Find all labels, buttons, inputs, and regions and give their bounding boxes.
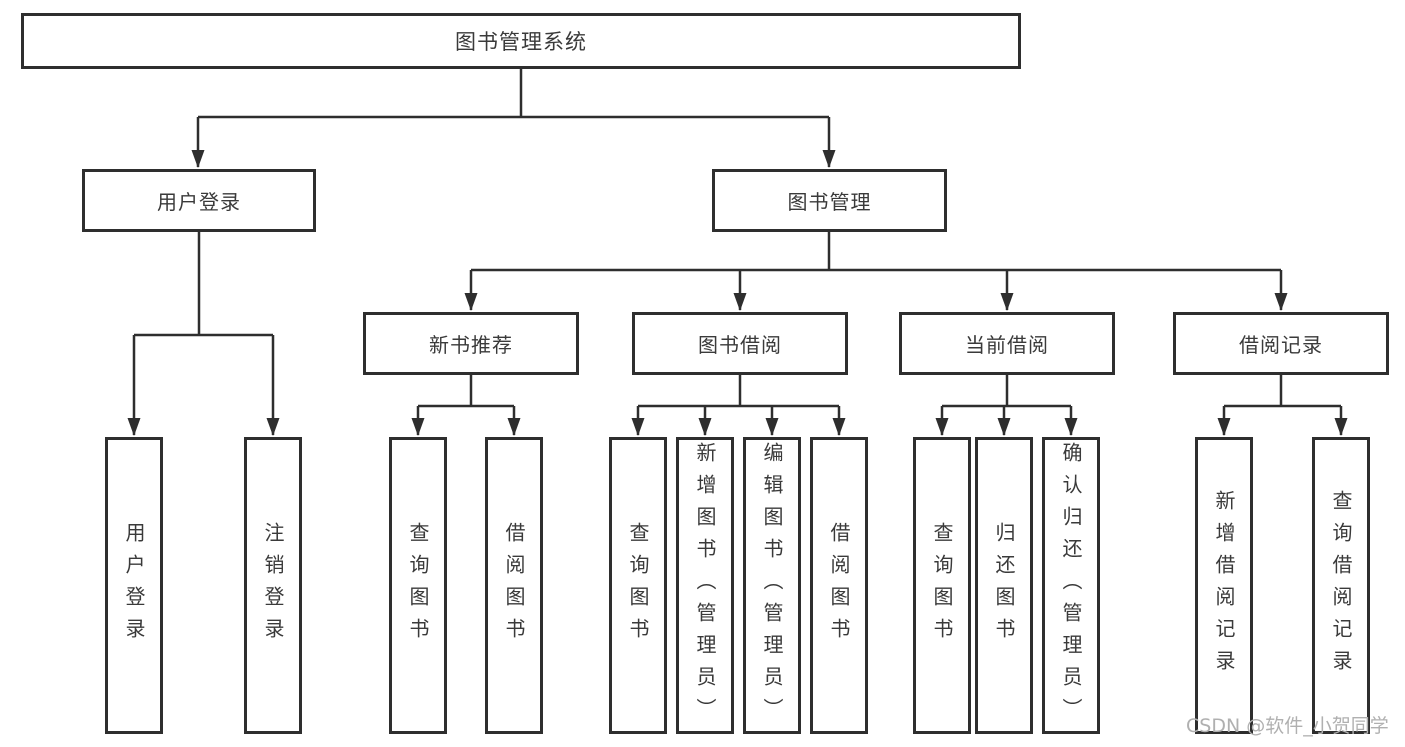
- node-book-borrow-label: 图书借阅: [698, 333, 782, 357]
- leaf-br-add-record: 新增借阅记录: [1195, 437, 1253, 734]
- node-borrow-records-label: 借阅记录: [1239, 333, 1323, 357]
- node-new-book-recommend: 新书推荐: [363, 312, 579, 375]
- leaf-rec-query-books: 查询图书: [389, 437, 447, 734]
- leaf-rec-borrow-books-label: 借阅图书: [502, 521, 526, 650]
- node-book-borrow: 图书借阅: [632, 312, 848, 375]
- leaf-logout: 注销登录: [244, 437, 302, 734]
- leaf-br-query-record-label: 查询借阅记录: [1329, 489, 1353, 682]
- leaf-bb-add-books-admin: 新增图书（管理员）: [676, 437, 734, 734]
- leaf-bb-add-books-admin-label: 新增图书（管理员）: [693, 441, 717, 730]
- node-user-login-label: 用户登录: [157, 190, 241, 214]
- leaf-rec-borrow-books: 借阅图书: [485, 437, 543, 734]
- leaf-cb-confirm-return-admin-label: 确认归还（管理员）: [1059, 441, 1083, 730]
- leaf-user-login-label: 用户登录: [122, 521, 146, 650]
- leaf-user-login: 用户登录: [105, 437, 163, 734]
- leaf-bb-edit-books-admin: 编辑图书（管理员）: [743, 437, 801, 734]
- node-current-borrow: 当前借阅: [899, 312, 1115, 375]
- leaf-cb-query-books-label: 查询图书: [930, 521, 954, 650]
- node-current-borrow-label: 当前借阅: [965, 333, 1049, 357]
- node-new-book-recommend-label: 新书推荐: [429, 333, 513, 357]
- leaf-cb-query-books: 查询图书: [913, 437, 971, 734]
- leaf-cb-return-books: 归还图书: [975, 437, 1033, 734]
- leaf-bb-edit-books-admin-label: 编辑图书（管理员）: [760, 441, 784, 730]
- node-root-label: 图书管理系统: [455, 30, 587, 54]
- leaf-logout-label: 注销登录: [261, 521, 285, 650]
- leaf-bb-query-books-label: 查询图书: [626, 521, 650, 650]
- node-user-login: 用户登录: [82, 169, 316, 232]
- node-root: 图书管理系统: [21, 13, 1021, 69]
- leaf-rec-query-books-label: 查询图书: [406, 521, 430, 650]
- leaf-br-add-record-label: 新增借阅记录: [1212, 489, 1236, 682]
- leaf-cb-confirm-return-admin: 确认归还（管理员）: [1042, 437, 1100, 734]
- leaf-bb-borrow-books: 借阅图书: [810, 437, 868, 734]
- node-book-management: 图书管理: [712, 169, 947, 232]
- node-book-management-label: 图书管理: [787, 190, 872, 214]
- leaf-br-query-record: 查询借阅记录: [1312, 437, 1370, 734]
- node-borrow-records: 借阅记录: [1173, 312, 1389, 375]
- csdn-watermark: CSDN @软件_小贺同学: [1186, 715, 1389, 737]
- leaf-bb-query-books: 查询图书: [609, 437, 667, 734]
- leaf-cb-return-books-label: 归还图书: [992, 521, 1016, 650]
- leaf-bb-borrow-books-label: 借阅图书: [827, 521, 851, 650]
